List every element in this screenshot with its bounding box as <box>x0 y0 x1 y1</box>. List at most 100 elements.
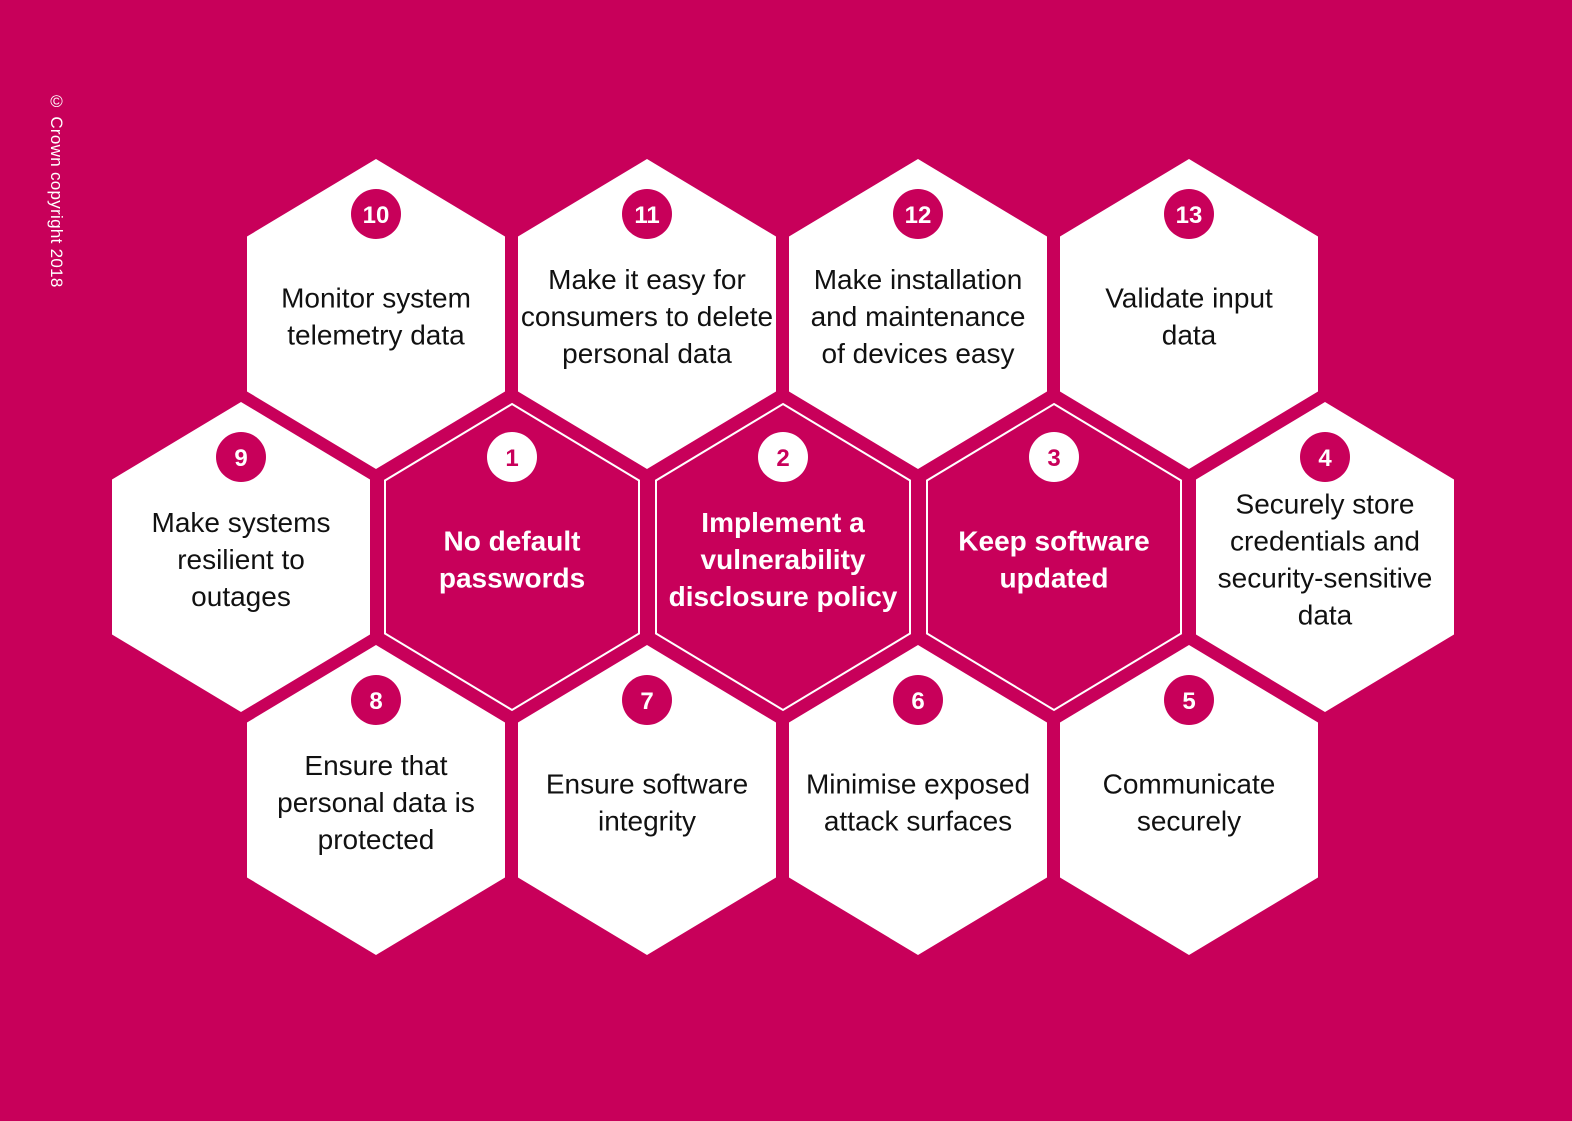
guideline-label-line: data <box>1298 600 1353 631</box>
guideline-label-line: Make systems <box>152 507 331 538</box>
number-badge <box>893 675 943 725</box>
hexagon-shape <box>789 159 1047 469</box>
guideline-label-line: Communicate <box>1103 769 1276 800</box>
number-badge <box>216 432 266 482</box>
hexagon-shape <box>247 645 505 955</box>
guideline-label-line: data <box>1162 320 1217 351</box>
number-badge <box>622 675 672 725</box>
guideline-label-line: of devices easy <box>822 338 1015 369</box>
number-badge <box>758 432 808 482</box>
guideline-label-line: Keep software <box>958 526 1149 557</box>
guideline-number: 1 <box>505 445 518 472</box>
guideline-label-line: personal data is <box>277 787 475 818</box>
number-badge <box>893 189 943 239</box>
guideline-label-line: credentials and <box>1230 526 1420 557</box>
number-badge <box>351 675 401 725</box>
guideline-number: 8 <box>369 688 382 715</box>
number-badge <box>1300 432 1350 482</box>
number-badge <box>622 189 672 239</box>
guideline-label-line: Monitor system <box>281 283 471 314</box>
guideline-label: No default passwords <box>439 526 585 594</box>
guideline-number: 6 <box>911 688 924 715</box>
hexagon-shape <box>518 159 776 469</box>
hexagon-outline <box>926 402 1182 712</box>
guideline-label: Ensure that personal data is protected <box>277 750 475 855</box>
guideline-label: Securely store credentials and security-se… <box>1218 489 1433 631</box>
number-badge <box>1029 432 1079 482</box>
guideline-label-line: vulnerability <box>701 544 866 575</box>
guideline-label-line: consumers to delete <box>521 301 773 332</box>
guideline-label: Monitor system telemetry data <box>281 283 471 351</box>
guideline-label-line: Minimise exposed <box>806 769 1030 800</box>
guideline-label-line: security-sensitive <box>1218 563 1433 594</box>
guideline-number: 5 <box>1182 688 1195 715</box>
guideline-number: 9 <box>234 445 247 472</box>
guideline-label-line: attack surfaces <box>824 806 1012 837</box>
guideline-number: 10 <box>363 202 390 229</box>
guideline-number: 13 <box>1176 202 1203 229</box>
number-badge <box>1164 189 1214 239</box>
guideline-label-line: securely <box>1137 806 1241 837</box>
guideline-label-line: telemetry data <box>287 320 465 351</box>
guideline-label-line: Ensure software <box>546 769 748 800</box>
guideline-label: Communicate securely <box>1103 769 1276 837</box>
guideline-number: 4 <box>1318 445 1332 472</box>
guideline-label-line: Validate input <box>1105 283 1273 314</box>
number-badge <box>351 189 401 239</box>
guideline-label-line: passwords <box>439 563 585 594</box>
guideline-label-line: resilient to <box>177 544 305 575</box>
guideline-number: 3 <box>1047 445 1060 472</box>
hexagon-shape <box>1196 402 1454 712</box>
hexagon-outline <box>384 402 640 712</box>
number-badge <box>1164 675 1214 725</box>
guideline-label-line: personal data <box>562 338 732 369</box>
hexagon-shape <box>1060 645 1318 955</box>
guideline-label-line: protected <box>318 824 435 855</box>
hexagon-shape <box>112 402 370 712</box>
number-badge <box>487 432 537 482</box>
guideline-label: Ensure software integrity <box>546 769 748 837</box>
guideline-label: Make it easy for consumers to delete perso… <box>521 264 773 369</box>
guideline-number: 12 <box>905 202 932 229</box>
guideline-label: Make installation and maintenance of devic… <box>811 264 1026 369</box>
hexagon-shape <box>789 645 1047 955</box>
guideline-number: 2 <box>776 445 789 472</box>
guideline-label-line: and maintenance <box>811 301 1026 332</box>
guideline-label-line: Ensure that <box>304 750 447 781</box>
hexagon-outline <box>655 402 911 712</box>
guideline-label-line: Make installation <box>814 264 1023 295</box>
guideline-label-line: disclosure policy <box>669 581 898 612</box>
guideline-label: Minimise exposed attack surfaces <box>806 769 1030 837</box>
guideline-hex-1: 1 No default passwords <box>383 402 641 712</box>
hexagon-shape <box>654 402 912 712</box>
guideline-number: 7 <box>640 688 653 715</box>
guideline-label-line: Implement a <box>701 507 865 538</box>
guideline-label: Validate input data <box>1105 283 1273 351</box>
guideline-label-line: No default <box>444 526 581 557</box>
guideline-label-line: integrity <box>598 806 696 837</box>
guideline-label: Make systems resilient to outages <box>152 507 331 612</box>
copyright-notice: © Crown copyright 2018 <box>47 92 66 288</box>
guideline-number: 11 <box>634 202 659 229</box>
hexagon-shape <box>925 402 1183 712</box>
guideline-label-line: outages <box>191 581 291 612</box>
guideline-label-line: Securely store <box>1236 489 1415 520</box>
hexagon-shape <box>1060 159 1318 469</box>
guideline-label: Implement a vulnerability disclosure polic… <box>669 507 898 612</box>
guideline-label-line: Make it easy for <box>548 264 746 295</box>
